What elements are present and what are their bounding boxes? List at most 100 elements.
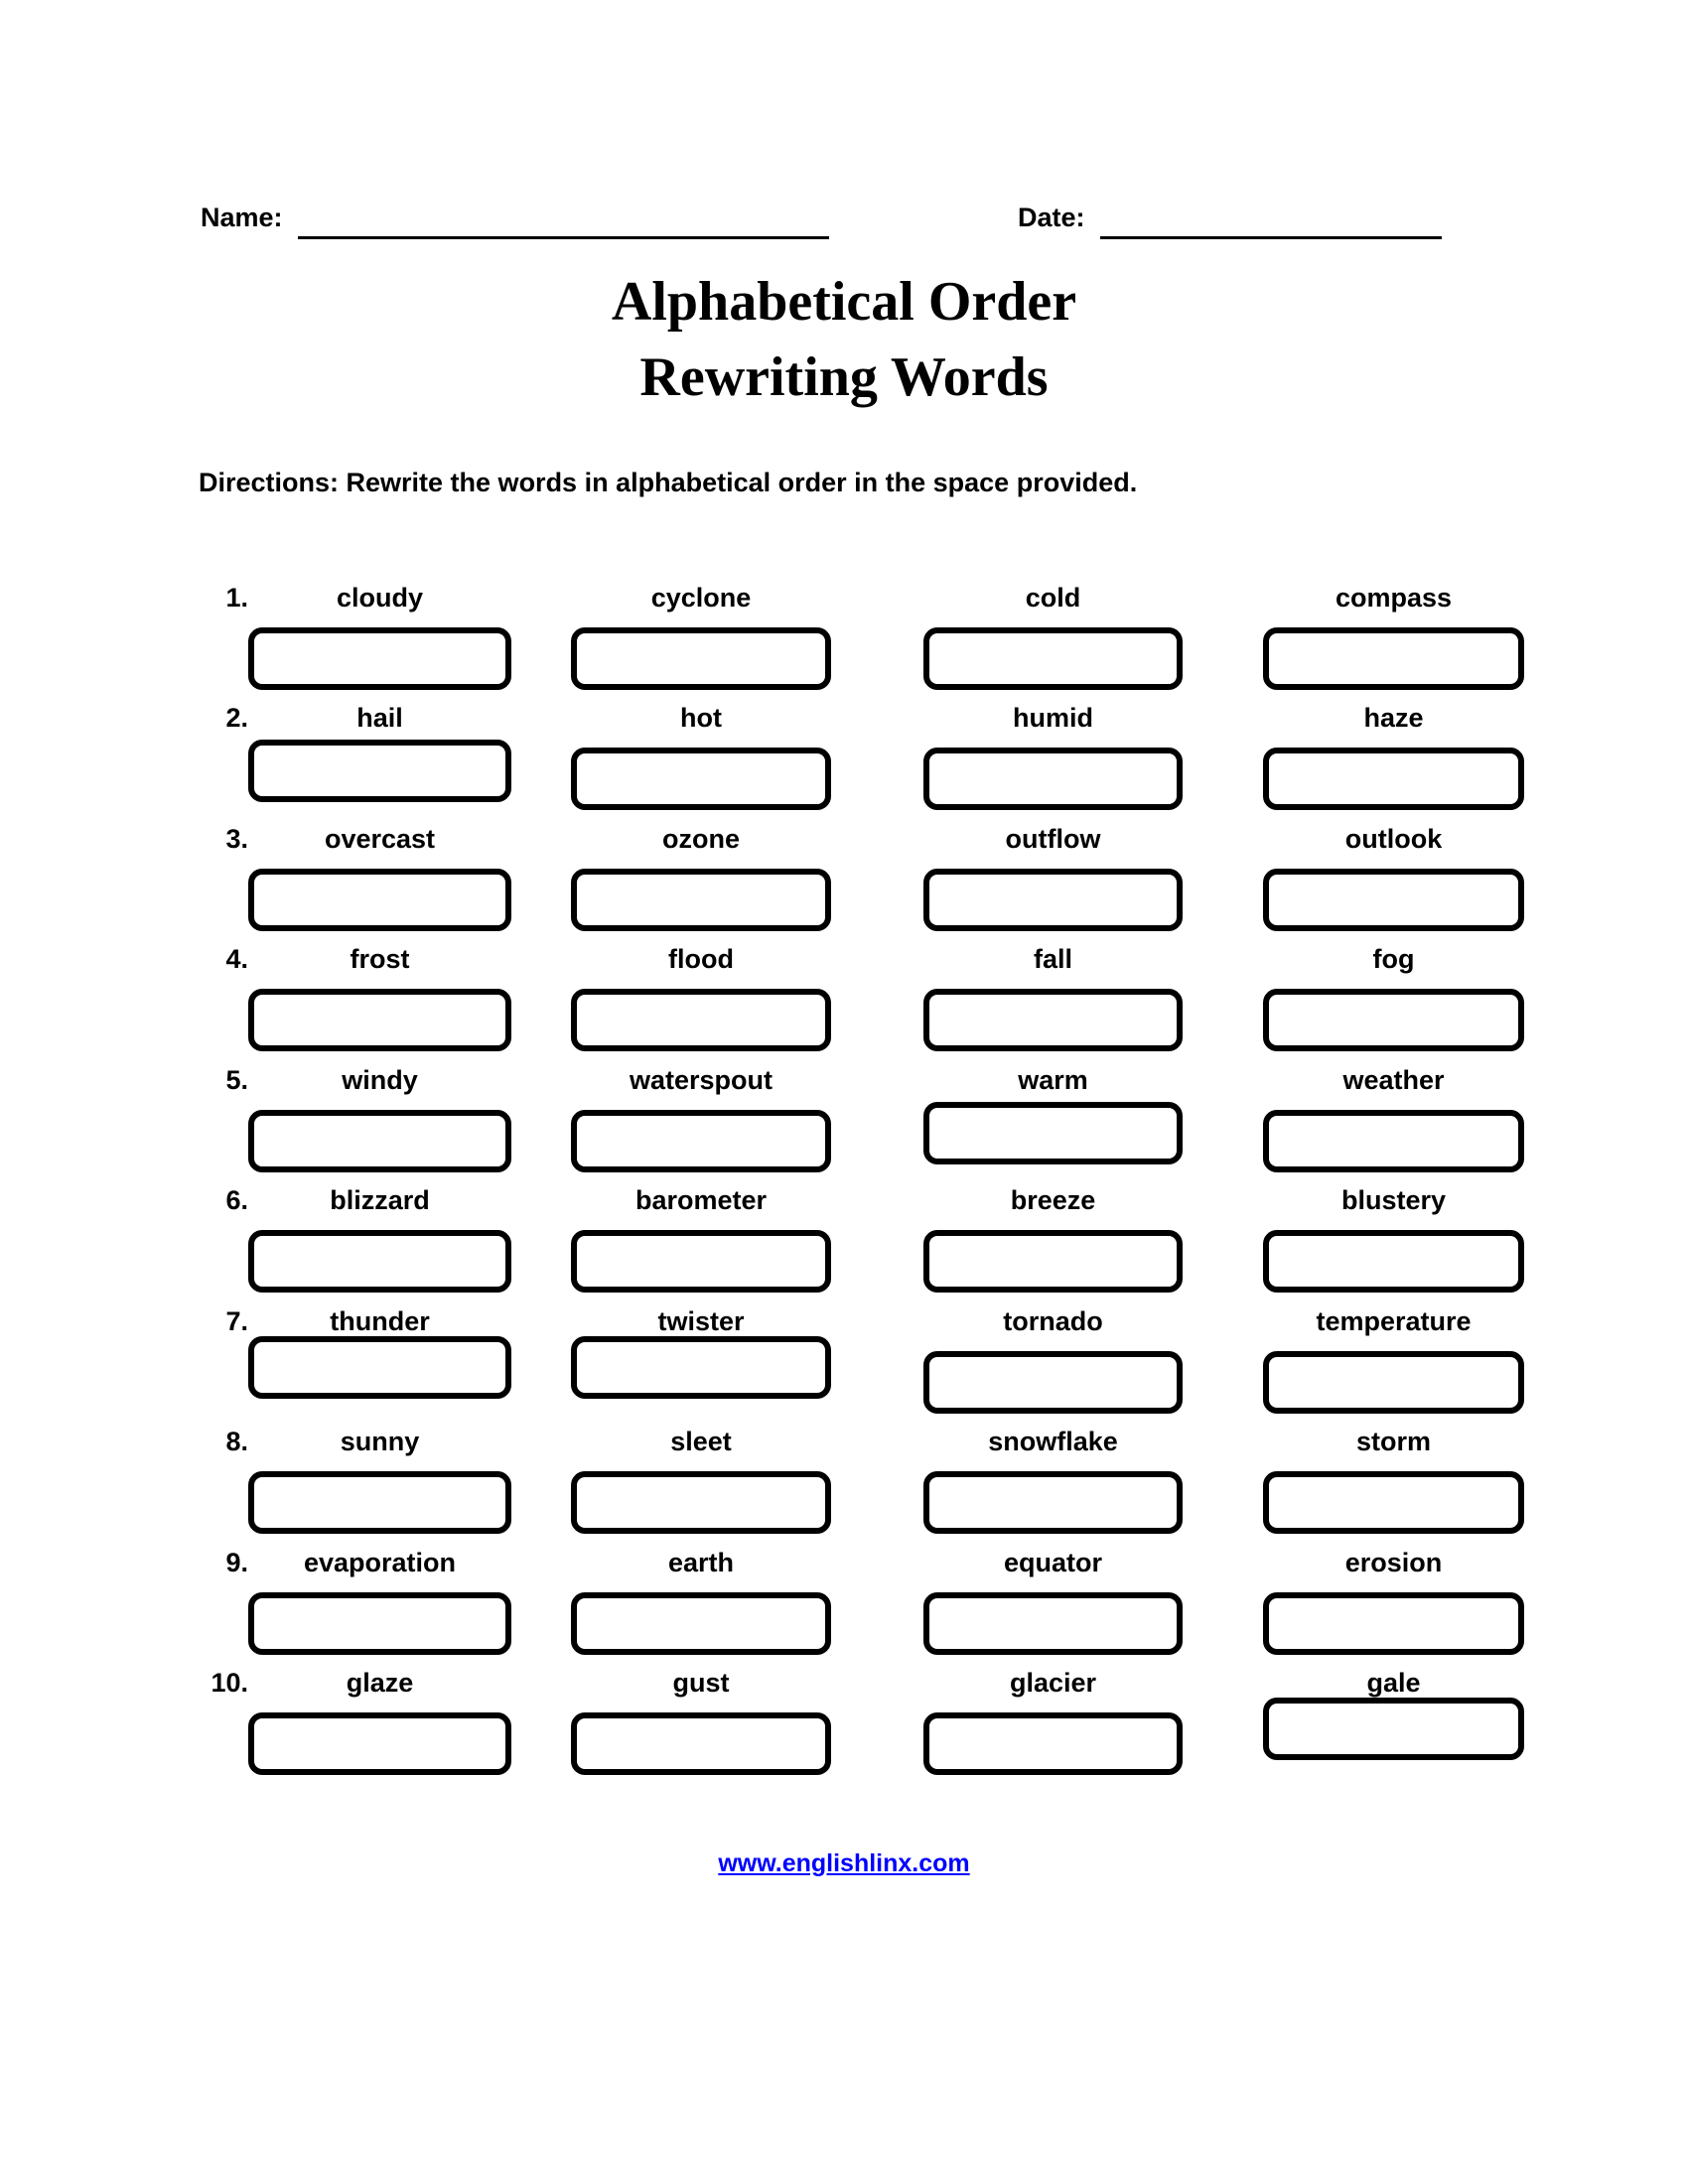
row-number: 8. (225, 1427, 248, 1456)
word-cell: erosion (1263, 1546, 1524, 1657)
answer-box[interactable] (1263, 989, 1524, 1051)
date-input-line[interactable] (1100, 210, 1442, 239)
answer-box[interactable] (571, 1712, 831, 1775)
exercise-row-3: 3. overcast ozone outflow outlook (0, 822, 1688, 933)
word-label: temperature (1316, 1306, 1472, 1336)
answer-box[interactable] (1263, 627, 1524, 690)
answer-box[interactable] (571, 748, 831, 810)
word-label: barometer (634, 1185, 768, 1215)
answer-box[interactable] (1263, 1230, 1524, 1293)
answer-box[interactable] (923, 1592, 1183, 1655)
word-label: hail (356, 703, 403, 733)
exercise-row-4: 4. frost flood fall fog (0, 942, 1688, 1053)
word-label: glaze (346, 1668, 414, 1698)
exercise-row-10: 10. glaze gust glacier gale (0, 1666, 1688, 1777)
answer-box[interactable] (923, 989, 1183, 1051)
word-label: glacier (1009, 1668, 1097, 1698)
answer-box[interactable] (1263, 748, 1524, 810)
word-cell: fall (923, 942, 1183, 1053)
word-cell: sleet (571, 1425, 831, 1536)
answer-box[interactable] (571, 1110, 831, 1172)
word-label: gust (672, 1668, 730, 1698)
word-label: sleet (670, 1427, 732, 1456)
word-cell: humid (923, 701, 1183, 812)
answer-box[interactable] (571, 627, 831, 690)
word-cell: gale (1263, 1666, 1524, 1777)
word-cell: gust (571, 1666, 831, 1777)
answer-box[interactable] (571, 1471, 831, 1534)
word-cell: glaze (248, 1666, 511, 1777)
word-label: cloudy (336, 583, 423, 613)
word-label: blustery (1340, 1185, 1447, 1215)
answer-box[interactable] (248, 1230, 511, 1293)
answer-box[interactable] (248, 1592, 511, 1655)
word-label: equator (1003, 1548, 1102, 1577)
word-label: blizzard (330, 1185, 430, 1215)
word-label: fall (1033, 944, 1072, 974)
word-cell: cyclone (571, 581, 831, 692)
word-cell: cold (923, 581, 1183, 692)
word-label: flood (668, 944, 734, 974)
word-cell: evaporation (248, 1546, 511, 1657)
answer-box[interactable] (248, 1712, 511, 1775)
word-cell: windy (248, 1063, 511, 1174)
answer-box[interactable] (248, 869, 511, 931)
answer-box[interactable] (1263, 1471, 1524, 1534)
answer-box[interactable] (248, 1110, 511, 1172)
word-cell: hail (248, 701, 511, 812)
answer-box[interactable] (923, 1102, 1183, 1164)
answer-box[interactable] (923, 1230, 1183, 1293)
word-label: hot (680, 703, 722, 733)
word-cell: waterspout (571, 1063, 831, 1174)
exercise-row-8: 8. sunny sleet snowflake storm (0, 1425, 1688, 1536)
answer-box[interactable] (923, 627, 1183, 690)
answer-box[interactable] (248, 627, 511, 690)
answer-box[interactable] (1263, 1110, 1524, 1172)
answer-box[interactable] (923, 1712, 1183, 1775)
exercise-row-7: 7. thunder twister tornado temperature (0, 1304, 1688, 1416)
row-number: 3. (225, 824, 248, 854)
word-label: waterspout (629, 1065, 774, 1095)
answer-box[interactable] (1263, 1592, 1524, 1655)
answer-box[interactable] (571, 1592, 831, 1655)
answer-box[interactable] (248, 1336, 511, 1399)
answer-box[interactable] (571, 1336, 831, 1399)
word-cell: sunny (248, 1425, 511, 1536)
exercise-row-5: 5. windy waterspout warm weather (0, 1063, 1688, 1174)
row-number: 6. (225, 1185, 248, 1215)
word-cell: outlook (1263, 822, 1524, 933)
word-cell: outflow (923, 822, 1183, 933)
word-label: storm (1355, 1427, 1431, 1456)
answer-box[interactable] (923, 869, 1183, 931)
word-label: snowflake (988, 1427, 1118, 1456)
name-input-line[interactable] (298, 210, 829, 239)
word-label: evaporation (303, 1548, 457, 1577)
word-label: humid (1013, 703, 1093, 733)
website-link[interactable]: www.englishlinx.com (718, 1849, 970, 1877)
answer-box[interactable] (571, 989, 831, 1051)
word-label: windy (342, 1065, 418, 1095)
answer-box[interactable] (923, 1471, 1183, 1534)
word-label: haze (1363, 703, 1424, 733)
exercise-row-9: 9. evaporation earth equator erosion (0, 1546, 1688, 1657)
answer-box[interactable] (1263, 1698, 1524, 1760)
answer-box[interactable] (248, 989, 511, 1051)
word-cell: thunder (248, 1304, 511, 1416)
word-label: frost (350, 944, 410, 974)
answer-box[interactable] (248, 740, 511, 802)
word-label: breeze (1010, 1185, 1096, 1215)
word-label: earth (667, 1548, 735, 1577)
word-cell: twister (571, 1304, 831, 1416)
word-cell: warm (923, 1063, 1183, 1174)
word-label: erosion (1344, 1548, 1443, 1577)
answer-box[interactable] (571, 1230, 831, 1293)
answer-box[interactable] (923, 1351, 1183, 1414)
footer: www.englishlinx.com (0, 1849, 1688, 1878)
answer-box[interactable] (248, 1471, 511, 1534)
answer-box[interactable] (1263, 869, 1524, 931)
answer-box[interactable] (571, 869, 831, 931)
answer-box[interactable] (1263, 1351, 1524, 1414)
answer-box[interactable] (923, 748, 1183, 810)
word-cell: earth (571, 1546, 831, 1657)
